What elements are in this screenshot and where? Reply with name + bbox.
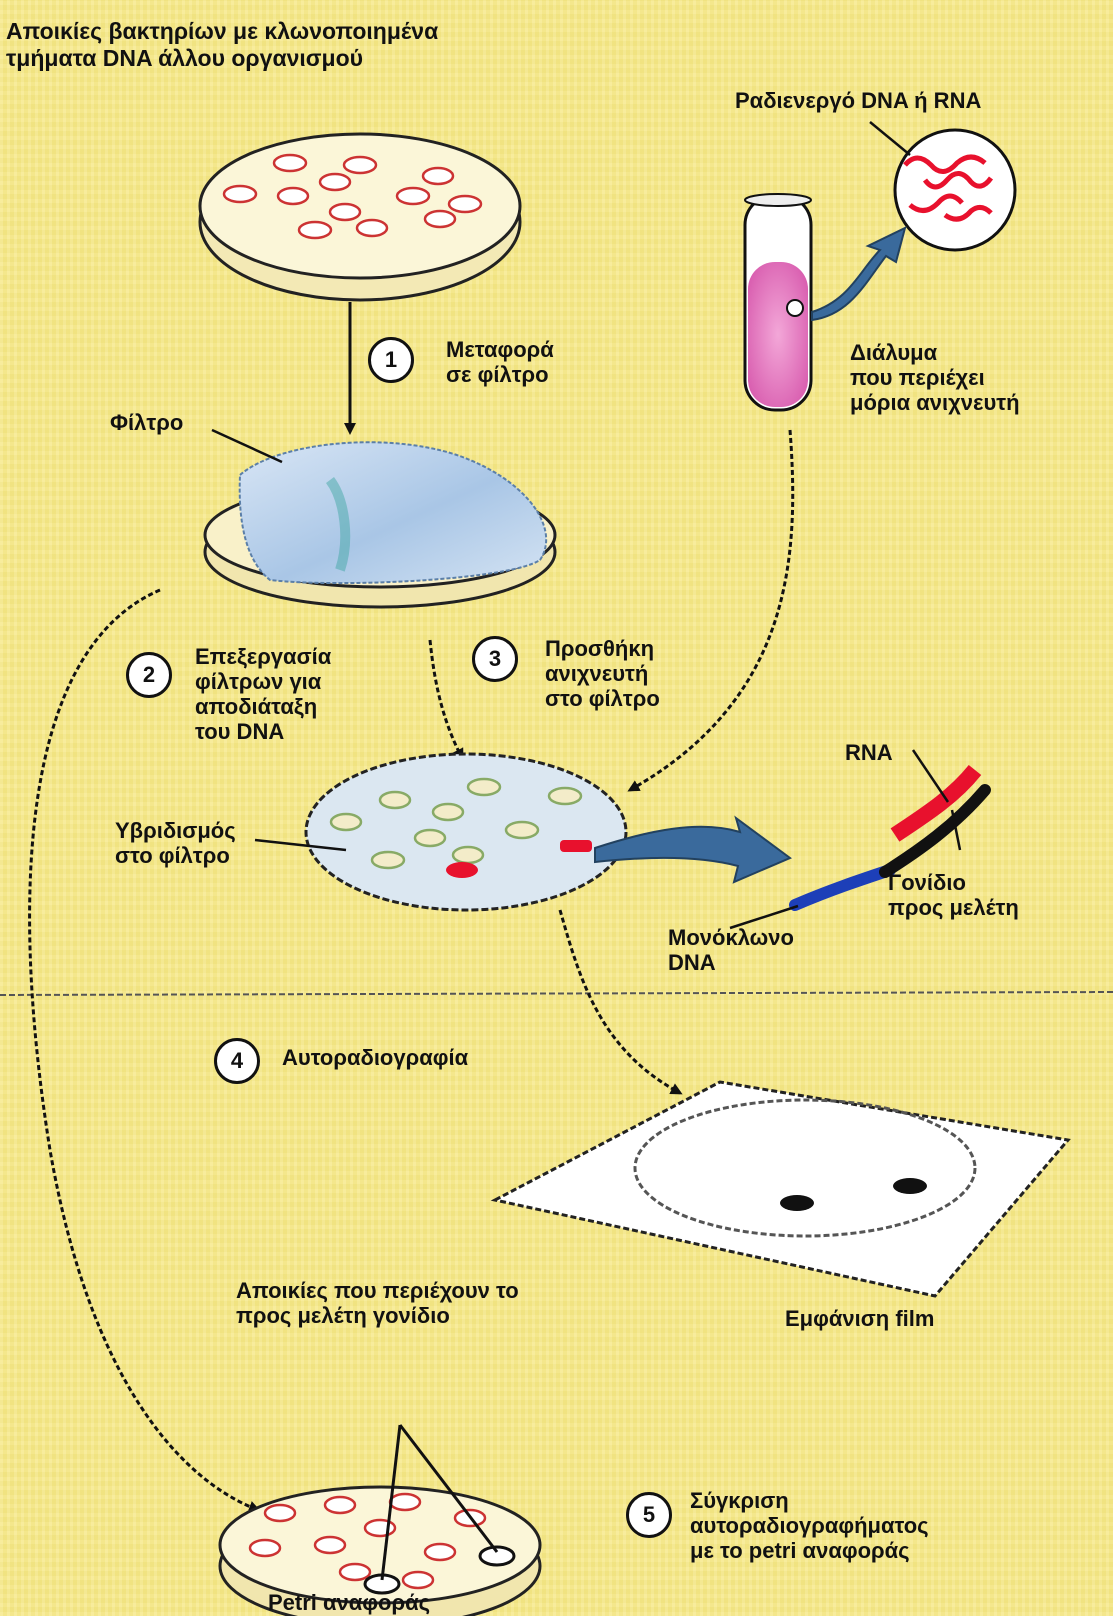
diagram-title: Αποικίες βακτηρίων με κλωνοποιημένα τμήμ… [6, 18, 438, 72]
step-2-text: Επεξεργασία φίλτρων για αποδιάταξη του D… [195, 644, 331, 744]
arrow-denature [430, 640, 462, 758]
radioactive-probe-circle [895, 130, 1015, 250]
label-solution: Διάλυμα που περιέχει μόρια ανιχνευτή [850, 340, 1020, 415]
petri-dish-top [200, 134, 520, 300]
section-divider [0, 992, 1113, 995]
label-radioactive: Ραδιενεργό DNA ή RNA [735, 88, 981, 113]
label-gene: Γονίδιο προς μελέτη [888, 870, 1019, 920]
film-spot [893, 1178, 927, 1194]
arrow-add-probe [630, 430, 793, 790]
step-1-number: 1 [368, 337, 414, 383]
step-2-number: 2 [126, 652, 172, 698]
label-filter: Φίλτρο [110, 410, 183, 435]
step-4-number: 4 [214, 1038, 260, 1084]
arrow-autoradiography [560, 910, 680, 1093]
label-reference-petri: Petri αναφοράς [268, 1590, 430, 1615]
filter-sheet [240, 442, 546, 583]
hybrid-spot [446, 862, 478, 878]
test-tube [745, 194, 811, 410]
filter-dish [205, 442, 555, 607]
film-spot [780, 1195, 814, 1211]
film-sheet [495, 1082, 1068, 1296]
hybrid-spot-edge [560, 840, 592, 852]
hybridization-filter [306, 754, 626, 910]
step-1-text: Μεταφορά σε φίλτρο [446, 337, 554, 387]
step-4-text: Αυτοραδιογραφία [282, 1045, 468, 1070]
label-colonies-gene: Αποικίες που περιέχουν το προς μελέτη γο… [236, 1278, 519, 1328]
step-5-text: Σύγκριση αυτοραδιογραφήματος με το petri… [690, 1488, 929, 1563]
pointer-radioactive [870, 122, 910, 155]
label-hybridization: Υβριδισμός στο φίλτρο [115, 818, 236, 868]
step-5-number: 5 [626, 1492, 672, 1538]
label-rna: RNA [845, 740, 893, 765]
pointer-filter [212, 430, 282, 462]
pointer-rna [913, 750, 948, 802]
step-3-number: 3 [472, 636, 518, 682]
label-film: Εμφάνιση film [785, 1306, 934, 1331]
step-3-text: Προσθήκη ανιχνευτή στο φίλτρο [545, 636, 660, 711]
label-single-strand: Μονόκλωνο DNA [668, 925, 794, 975]
arrow-zoom-probe [812, 228, 905, 320]
